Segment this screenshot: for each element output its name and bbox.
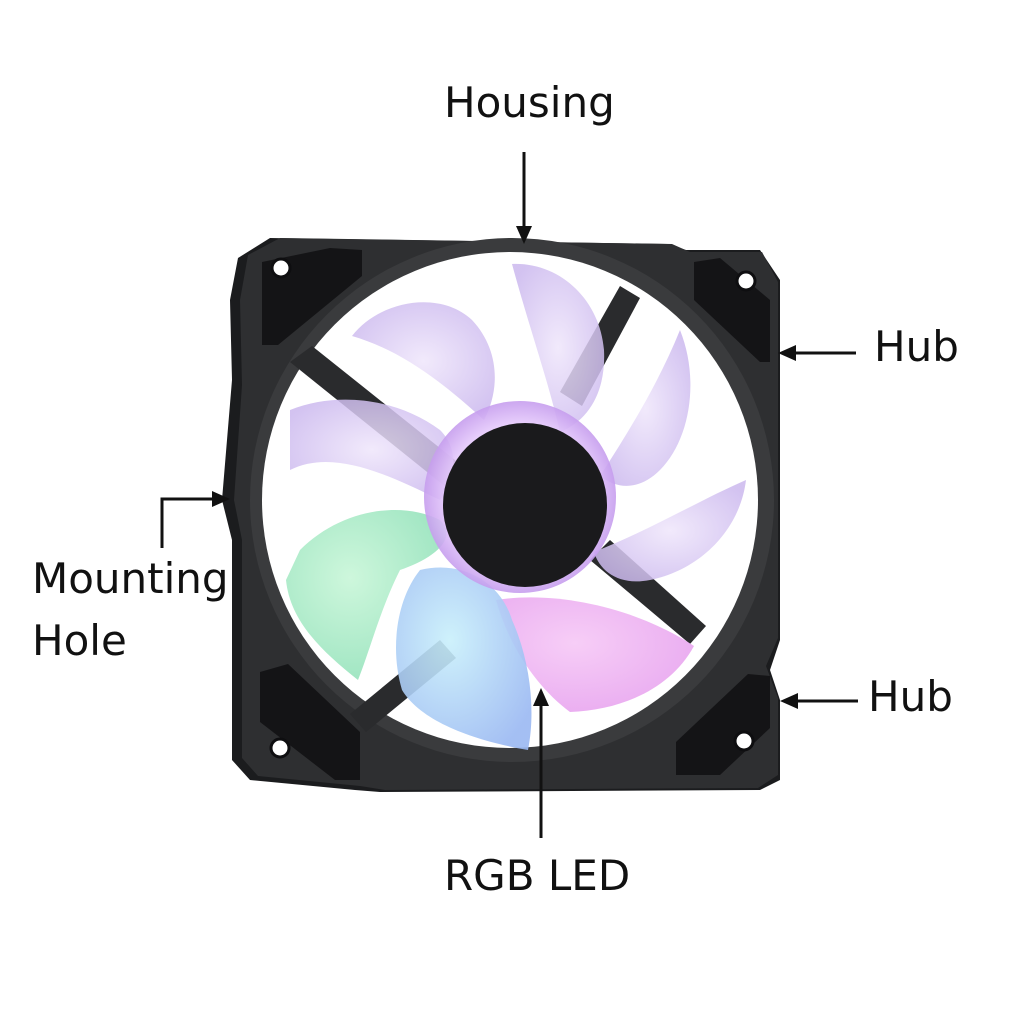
arrow-mounting-hole: [160, 491, 230, 548]
pad-bottom-left: [260, 664, 360, 780]
fan-blades: [286, 263, 746, 750]
mounting-holes: [269, 257, 757, 759]
blade-right-upper: [600, 330, 691, 486]
arrow-hub-top: [778, 345, 856, 361]
hole-bottom-right: [733, 730, 755, 752]
arrow-housing: [516, 152, 532, 244]
blade-right-lower: [594, 480, 746, 582]
hole-bottom-left: [269, 737, 291, 759]
hole-top-right: [735, 270, 757, 292]
arrow-rgb-led: [533, 688, 549, 838]
leader-arrows: [160, 152, 858, 838]
label-mounting-line1: Mounting: [32, 554, 229, 603]
pad-top-right: [694, 258, 770, 362]
blade-bottom-left-green: [286, 510, 447, 680]
arrow-hub-bottom: [780, 693, 858, 709]
label-mounting-hole: Mounting Hole: [32, 548, 229, 672]
label-hub-top: Hub: [874, 322, 959, 371]
hub-cap: [443, 423, 607, 587]
fan-hub: [424, 401, 616, 593]
blade-bottom-blue: [396, 567, 532, 750]
label-hub-bottom: Hub: [868, 672, 953, 721]
blade-top: [512, 263, 605, 432]
label-rgb-led: RGB LED: [444, 851, 631, 900]
label-mounting-line2: Hole: [32, 616, 127, 665]
hole-top-left: [270, 257, 292, 279]
blade-bottom-pink: [496, 597, 694, 712]
blade-top-left: [352, 302, 495, 420]
blade-left: [290, 399, 454, 500]
label-housing: Housing: [444, 78, 615, 127]
